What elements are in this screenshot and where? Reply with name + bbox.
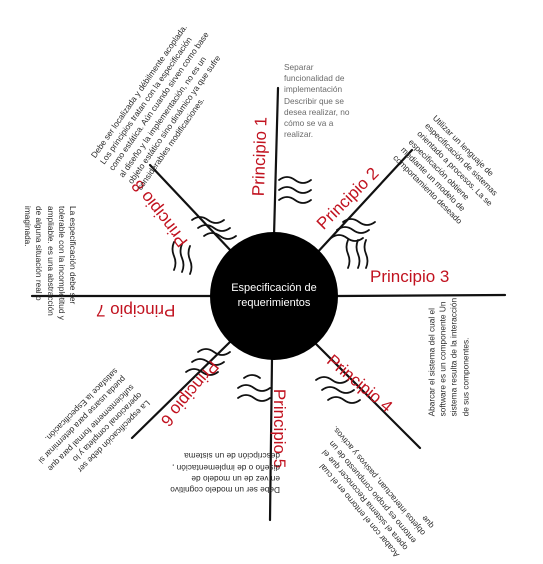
center-node: Especificación de requerimientos: [210, 232, 338, 360]
spoke-principle-6: [130, 338, 234, 440]
principle-7-description: La especificación debe ser tolerable con…: [23, 206, 79, 320]
principle-1-description: Separar funcionalidad de implementación …: [284, 62, 350, 140]
principle-3-description: Abarcar el sistema del cual el software …: [426, 297, 471, 417]
spoke-principle-8: [148, 163, 234, 254]
wavy-marks: [171, 176, 376, 404]
center-label: Especificación de requerimientos: [231, 282, 317, 309]
spoke-principle-1: [272, 86, 280, 238]
principle-3-label: Principio 3: [370, 267, 450, 286]
spoke-principle-3: [336, 293, 507, 298]
principle-7-label: Principio 7: [96, 301, 176, 320]
spoke-principle-5: [268, 356, 274, 522]
spoke-principle-4: [312, 340, 422, 450]
principle-5-description: Debe ser un modelo cognitivo en vez de u…: [170, 451, 280, 495]
principle-1-label: Principio 1: [248, 116, 271, 197]
